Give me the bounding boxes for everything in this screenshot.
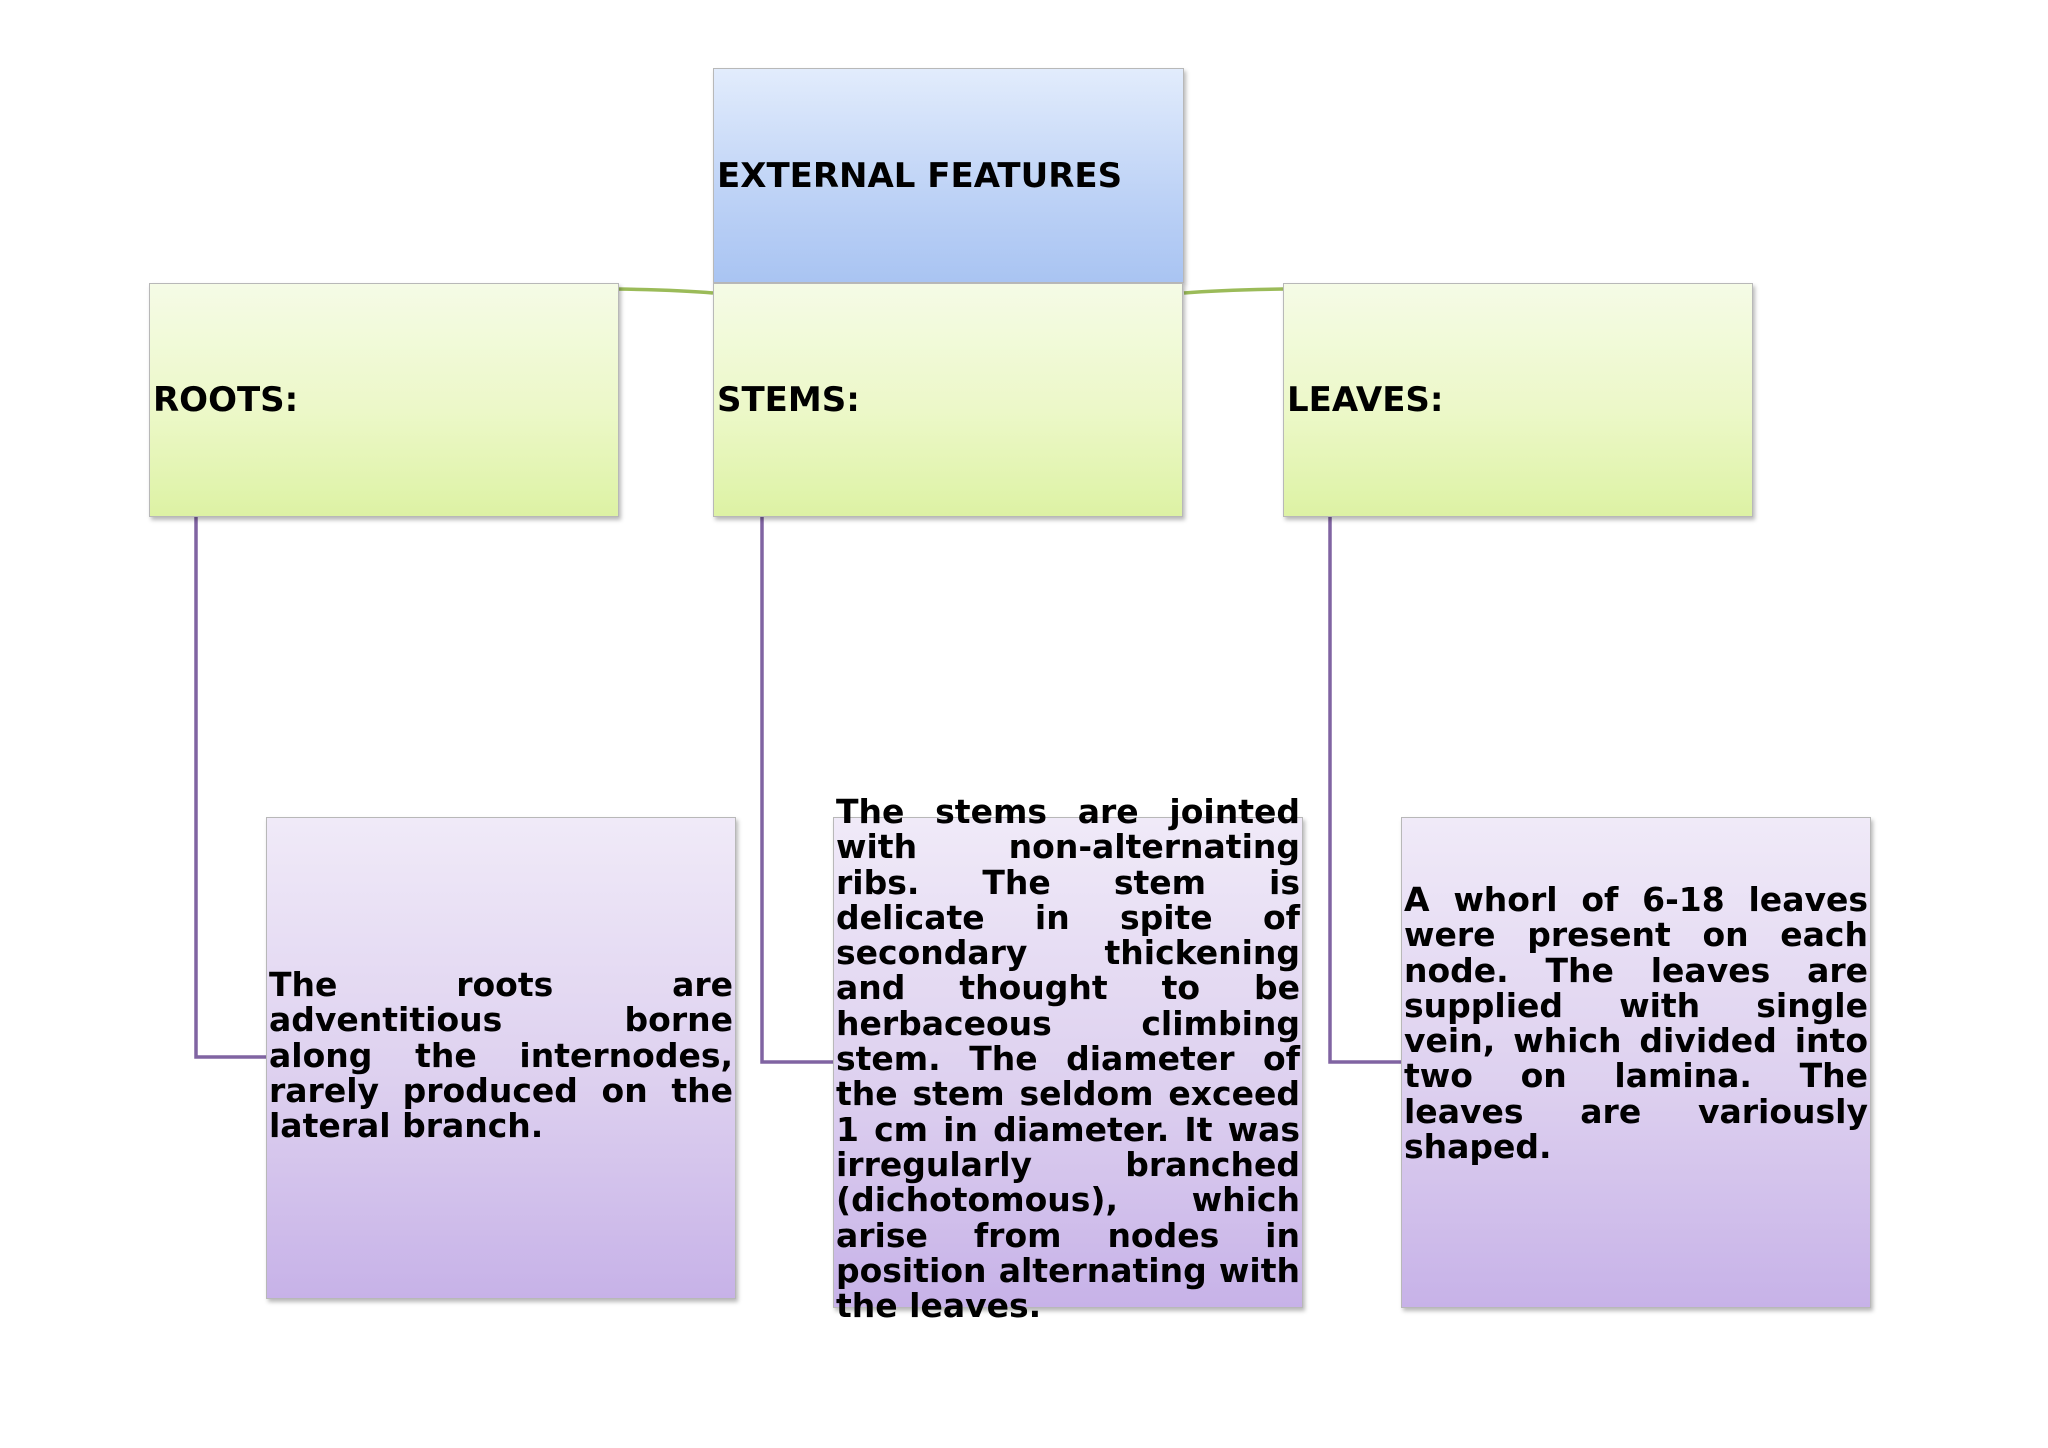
external-features-title: EXTERNAL FEATURES (717, 155, 1123, 196)
stems-description: The stems are jointed with non-alternati… (836, 792, 1300, 1326)
roots-label: ROOTS: (153, 380, 299, 420)
external-features-box: EXTERNAL FEATURES (713, 68, 1184, 283)
leaves-description-box (1401, 817, 1871, 1308)
leaves-label: LEAVES: (1287, 380, 1444, 420)
leaves-description: A whorl of 6-18 leaves were present on e… (1404, 880, 1868, 1167)
stems-box: STEMS: (713, 283, 1183, 517)
roots-box: ROOTS: (149, 283, 619, 517)
connector-leaves-to-description (1328, 517, 1401, 1064)
connector-root-to-leaves (1183, 287, 1284, 295)
connector-stems-to-description (760, 517, 833, 1064)
connector-root-to-roots (615, 287, 714, 295)
stems-description-box (833, 817, 1303, 1308)
roots-description: The roots are adventitious borne along t… (269, 965, 733, 1146)
stems-label: STEMS: (717, 380, 860, 420)
connector-roots-to-description (194, 517, 266, 1059)
leaves-box: LEAVES: (1283, 283, 1753, 517)
roots-description-box (266, 817, 736, 1299)
